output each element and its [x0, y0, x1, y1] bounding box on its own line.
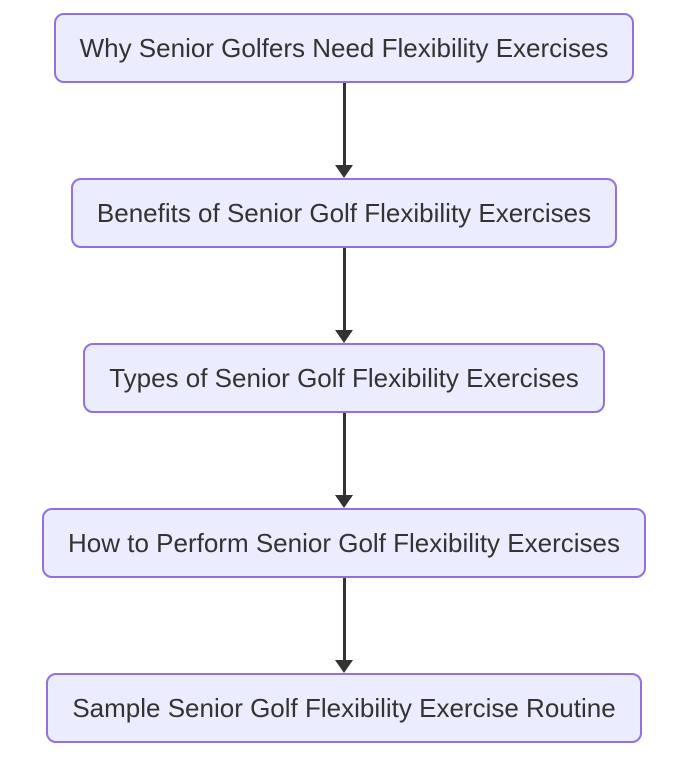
edge-n2-n3: [335, 248, 353, 343]
node-benefits: Benefits of Senior Golf Flexibility Exer…: [70, 178, 618, 248]
arrowhead-down-icon: [335, 330, 353, 343]
arrowhead-down-icon: [335, 165, 353, 178]
edge-n4-n5: [335, 578, 353, 673]
node-sample-routine: Sample Senior Golf Flexibility Exercise …: [46, 673, 642, 743]
edge-line: [342, 413, 346, 495]
node-label: Types of Senior Golf Flexibility Exercis…: [109, 363, 579, 393]
edge-line: [342, 83, 346, 165]
node-how-to-perform: How to Perform Senior Golf Flexibility E…: [42, 508, 646, 578]
node-label: Sample Senior Golf Flexibility Exercise …: [72, 693, 616, 723]
arrowhead-down-icon: [335, 660, 353, 673]
edge-n1-n2: [335, 83, 353, 178]
edge-line: [342, 578, 346, 660]
node-label: Benefits of Senior Golf Flexibility Exer…: [96, 198, 592, 228]
edge-line: [342, 248, 346, 330]
node-types: Types of Senior Golf Flexibility Exercis…: [83, 343, 605, 413]
arrowhead-down-icon: [335, 495, 353, 508]
edge-n3-n4: [335, 413, 353, 508]
node-label: How to Perform Senior Golf Flexibility E…: [68, 528, 620, 558]
node-why-seniors-need-flexibility: Why Senior Golfers Need Flexibility Exer…: [53, 13, 635, 83]
node-label: Why Senior Golfers Need Flexibility Exer…: [79, 33, 609, 63]
